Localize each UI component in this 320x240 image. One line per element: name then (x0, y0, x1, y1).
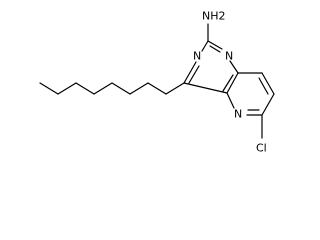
bond-c8a-c4a-double (222, 74, 234, 92)
bond-c2-n1-double (209, 45, 221, 53)
octyl-chain (39, 82, 185, 95)
bond-c7-c6 (261, 93, 275, 116)
chain-bond-1 (39, 82, 59, 95)
bond-c8a-c4a (226, 72, 239, 94)
bond-c4-n3-double (188, 65, 200, 84)
bond-n3-c2 (201, 40, 209, 52)
bond-c4a-c4 (183, 82, 228, 94)
pyrimidine-ring (183, 40, 239, 94)
chain-bond-8 (165, 82, 185, 95)
bond-c2-n1 (207, 40, 223, 50)
chain-bond-7 (147, 82, 167, 95)
chloro-label: Cl (256, 142, 267, 155)
ring-nitrogen-n5-label: N (234, 108, 242, 121)
chain-bond-5 (111, 82, 131, 95)
chain-bond-3 (75, 82, 95, 95)
amine-label: NH2 (202, 10, 226, 23)
bond-c4-n3 (183, 61, 197, 84)
pyridine-ring (226, 72, 275, 139)
bond-n5-c4a (226, 92, 235, 109)
molecule-structure-diagram: NH2 N N N Cl (39, 10, 275, 155)
ring-nitrogen-n3-label: N (193, 50, 201, 63)
chain-bond-4 (93, 82, 113, 95)
bond-c8-c7-double (258, 77, 269, 95)
bond-n1-c8a (229, 60, 239, 74)
chain-bond-6 (129, 82, 149, 95)
ring-nitrogen-n1-label: N (225, 50, 233, 63)
chain-bond-2 (57, 82, 77, 95)
bond-c8-c7 (261, 72, 275, 95)
